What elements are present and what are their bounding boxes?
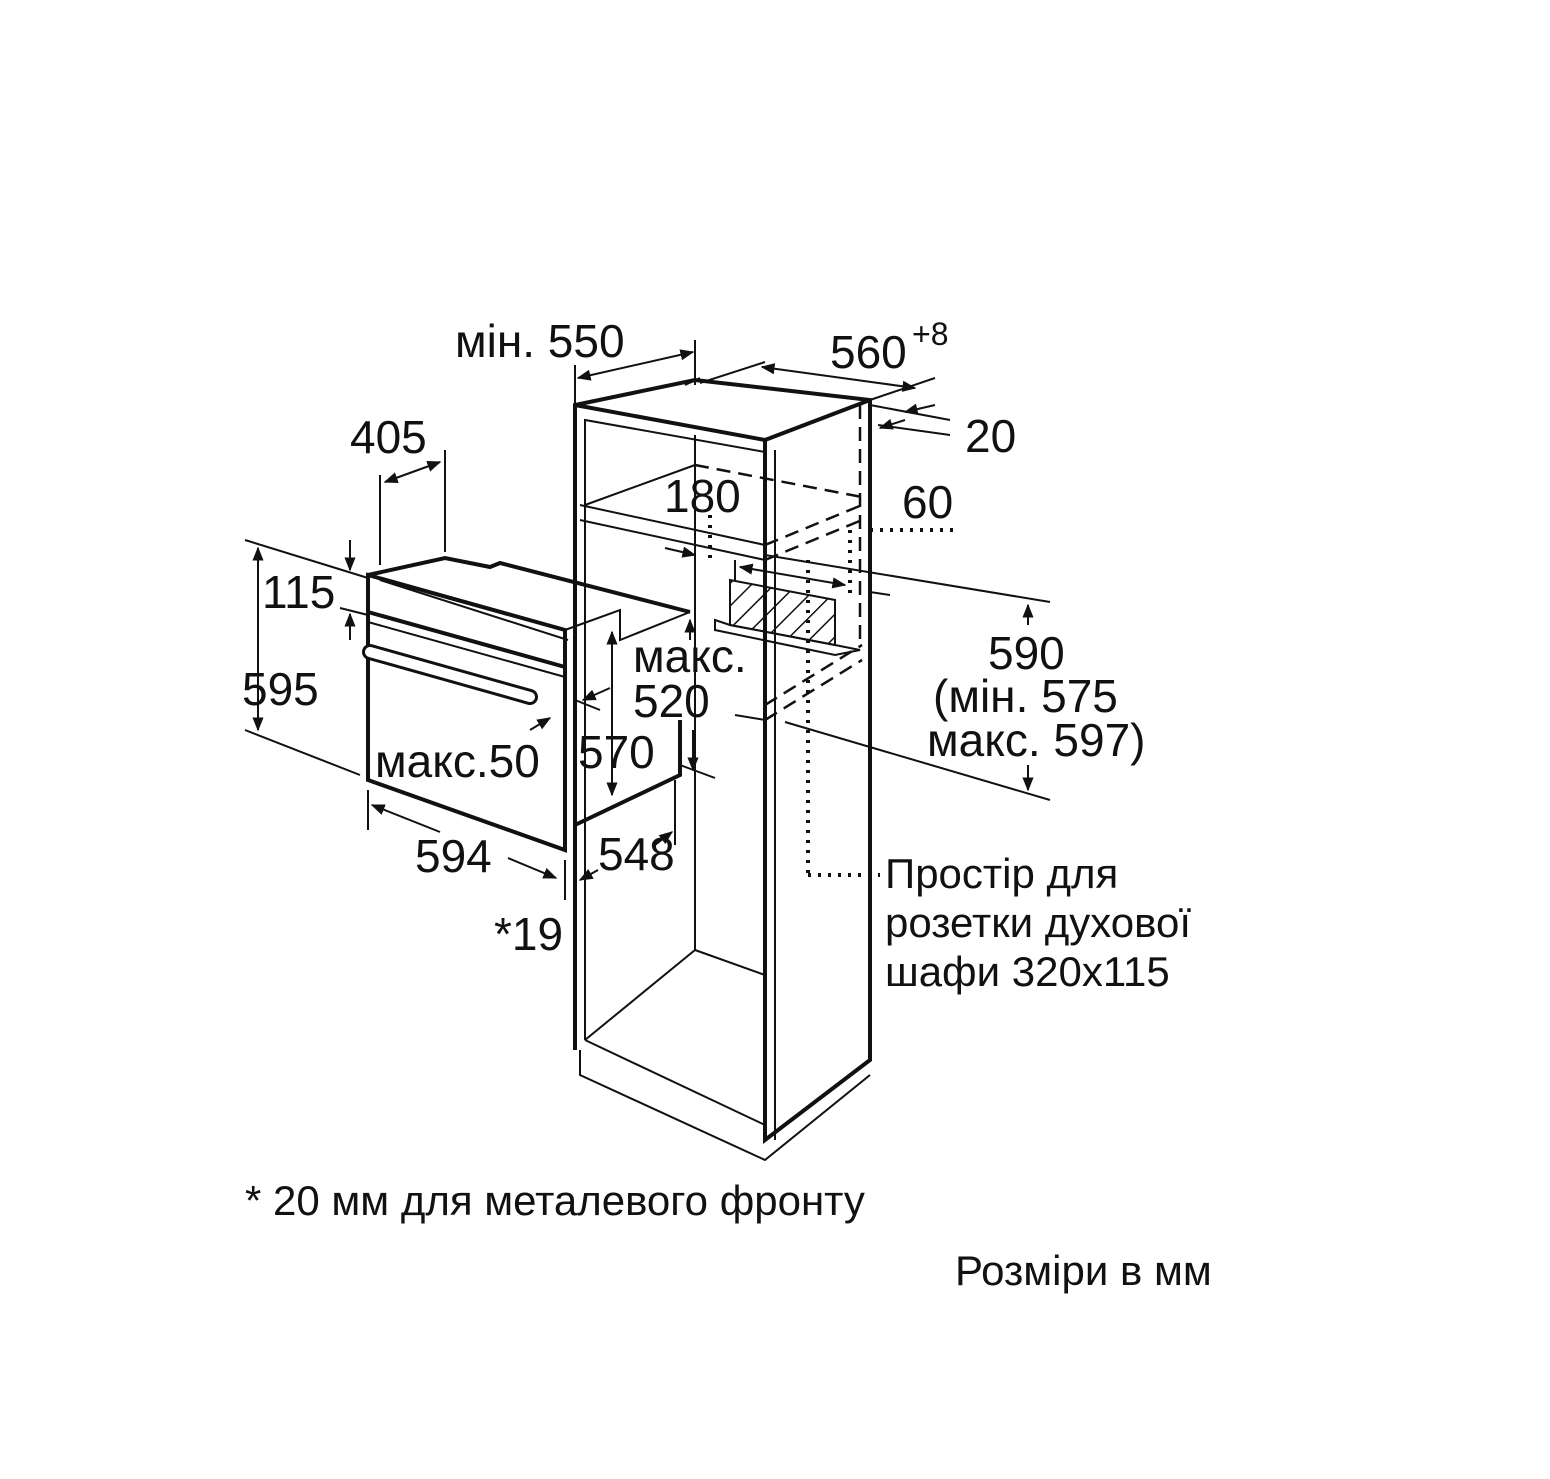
label-590-max: макс. 597)	[927, 714, 1145, 766]
oven	[362, 555, 691, 900]
socket-area	[708, 515, 960, 877]
socket-note-line-3: шафи 320x115	[885, 948, 1170, 995]
label-60: 60	[902, 476, 953, 528]
label-115: 115	[262, 566, 335, 618]
socket-note: Простір для розетки духової шафи 320x115	[885, 850, 1191, 995]
label-min-550: мін. 550	[455, 315, 625, 367]
footnote: * 20 мм для металевого фронту	[245, 1177, 865, 1224]
socket-note-line-2: розетки духової	[885, 899, 1191, 946]
label-19: *19	[494, 908, 563, 960]
label-595: 595	[242, 663, 319, 715]
label-405: 405	[350, 411, 427, 463]
label-max: макс.	[633, 630, 747, 682]
label-560-tolerance: +8	[912, 316, 948, 352]
label-560: 560	[830, 326, 907, 378]
label-max-50: макс.50	[375, 735, 540, 787]
label-594: 594	[415, 830, 492, 882]
label-20: 20	[965, 410, 1016, 462]
dimension-lines	[244, 340, 1051, 881]
label-590-min: (мін. 575	[933, 670, 1118, 722]
label-520: 520	[633, 675, 710, 727]
units-note: Розміри в мм	[955, 1247, 1212, 1294]
label-590: 590	[988, 627, 1065, 679]
socket-note-line-1: Простір для	[885, 850, 1118, 897]
cabinet	[573, 377, 872, 1162]
dimension-labels: мін. 550 560 +8 20 405 115 595 180 60 ма…	[242, 315, 1145, 960]
label-180: 180	[664, 470, 741, 522]
label-570: 570	[578, 726, 655, 778]
label-548: 548	[598, 828, 675, 880]
